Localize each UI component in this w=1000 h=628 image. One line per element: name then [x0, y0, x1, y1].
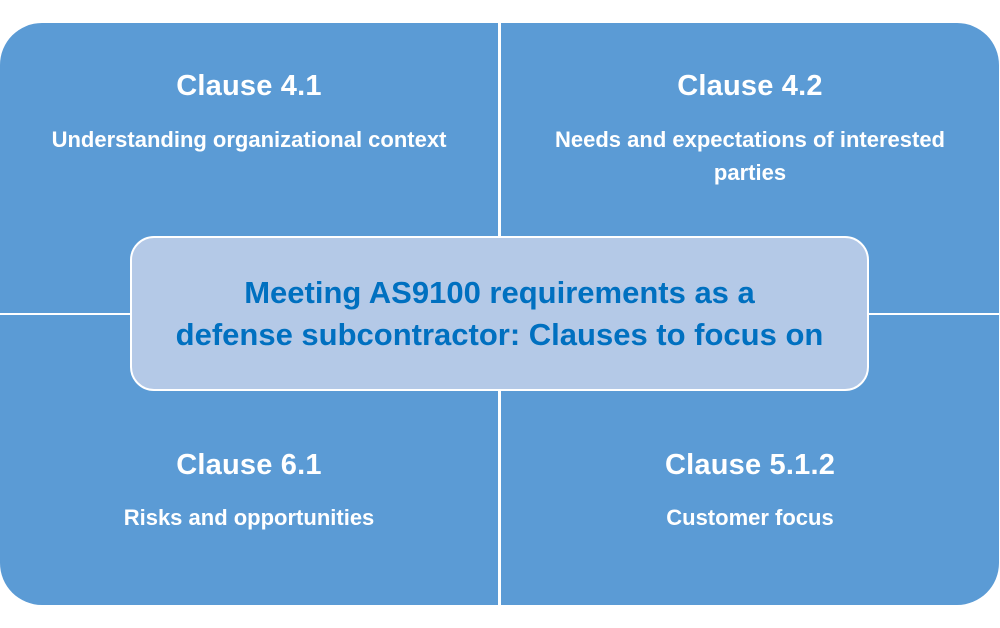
quadrant-title: Clause 4.1: [176, 70, 322, 102]
center-headline-line-2: defense subcontractor: Clauses to focus …: [175, 316, 824, 352]
quadrant-title: Clause 6.1: [176, 449, 322, 481]
clause-matrix-diagram: Clause 4.1 Understanding organizational …: [0, 23, 999, 605]
quadrant-subtitle: Needs and expectations of interested par…: [555, 127, 945, 185]
quadrant-subtitle: Customer focus: [666, 505, 834, 530]
quadrant-subtitle: Risks and opportunities: [123, 505, 375, 530]
quadrant-title: Clause 4.2: [677, 70, 823, 102]
center-headline: Meeting AS9100 requirements as a defense…: [140, 272, 860, 356]
center-headline-line-1: Meeting AS9100 requirements as a: [244, 274, 755, 310]
center-topic-box: Meeting AS9100 requirements as a defense…: [130, 236, 869, 391]
quadrant-title: Clause 5.1.2: [664, 449, 836, 481]
quadrant-subtitle: Understanding organizational context: [51, 127, 447, 152]
